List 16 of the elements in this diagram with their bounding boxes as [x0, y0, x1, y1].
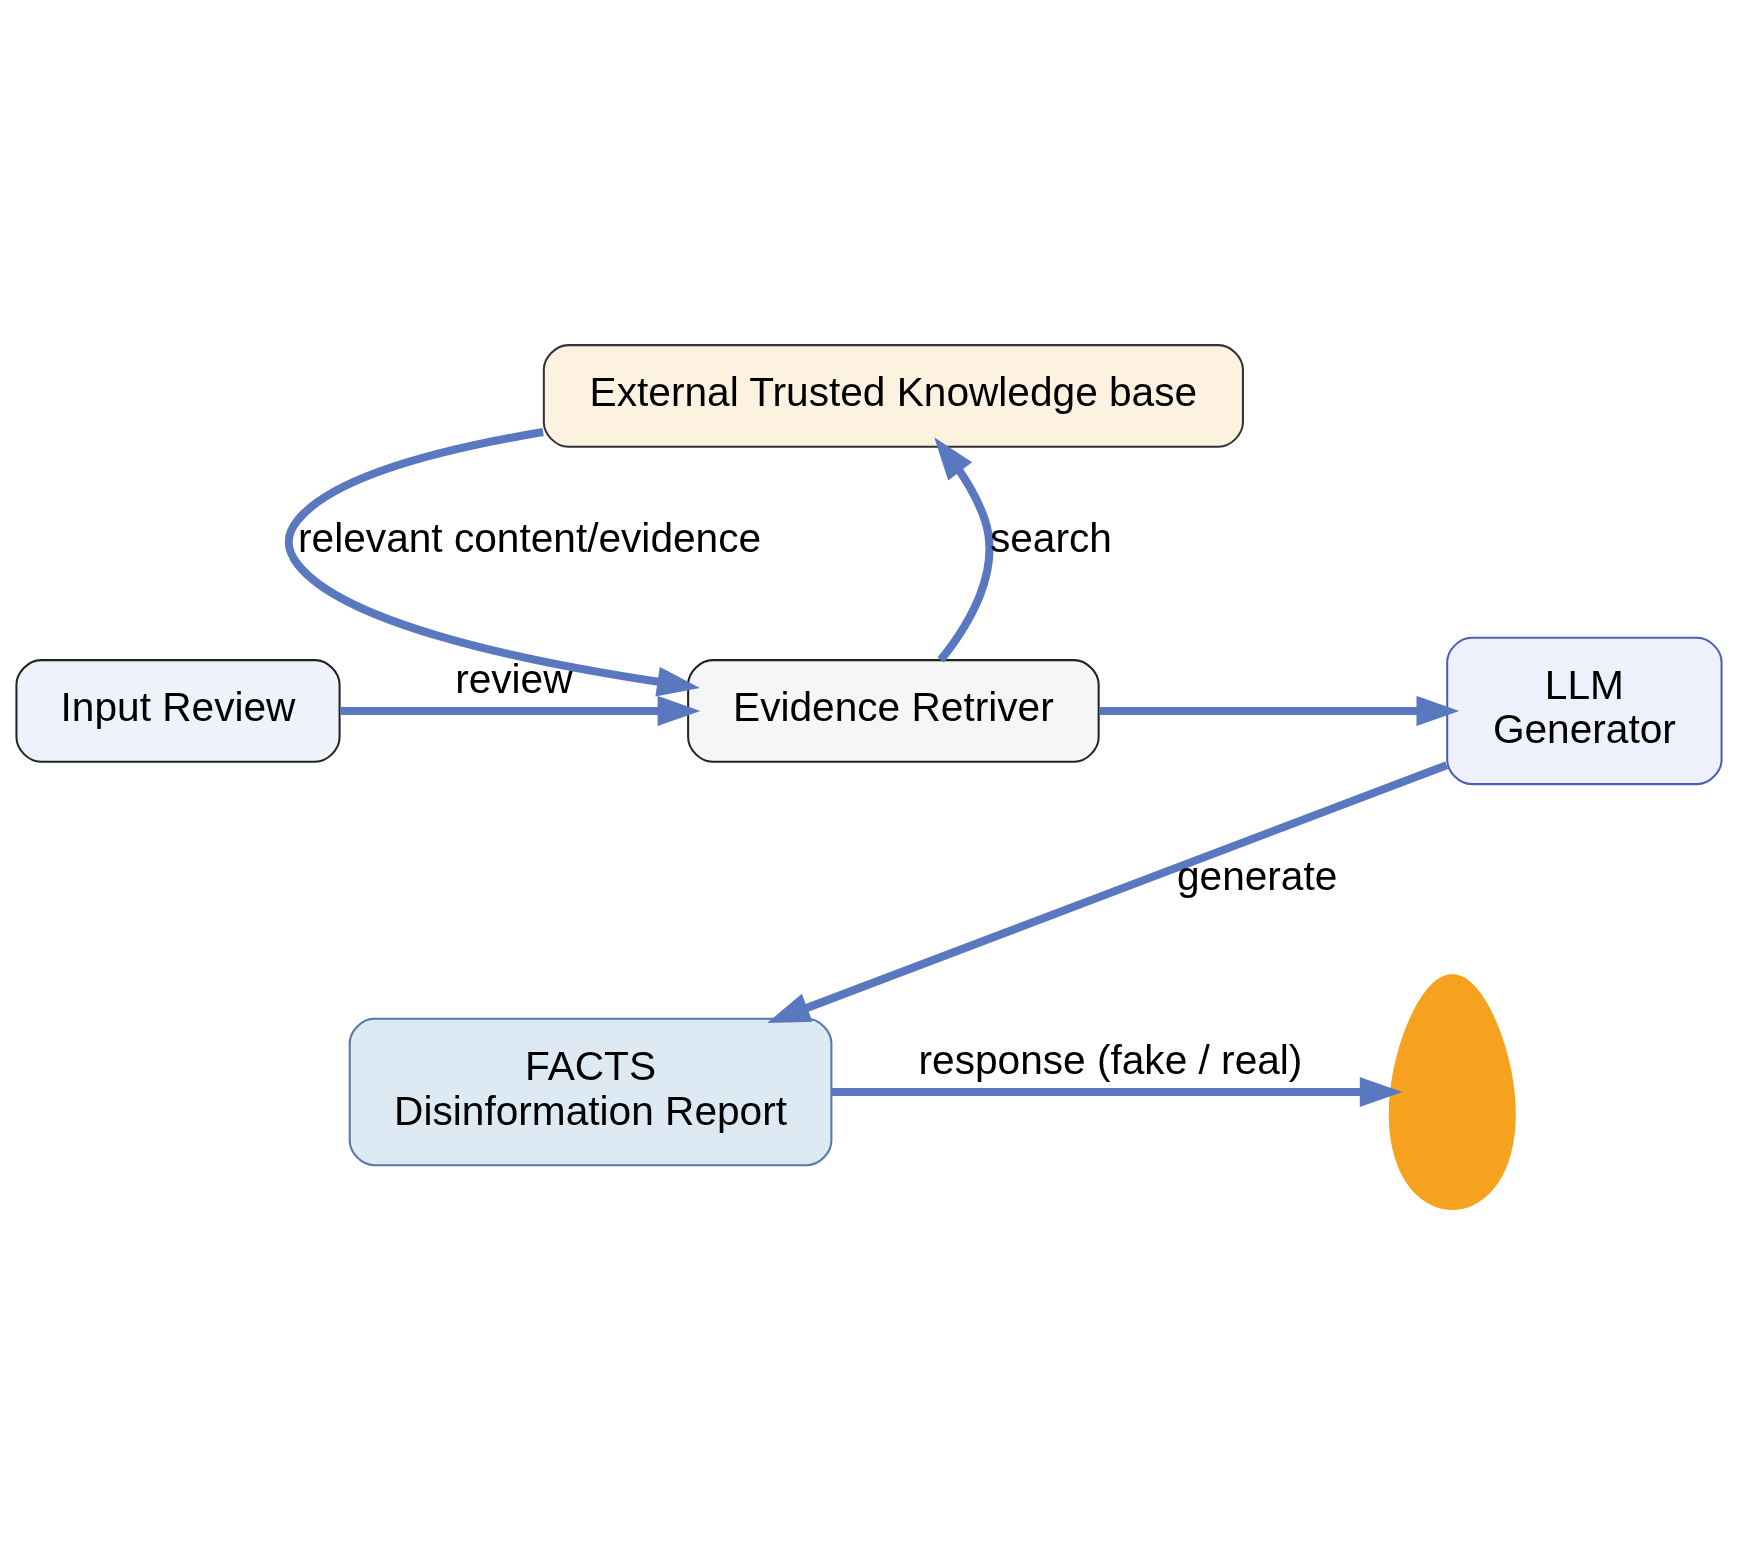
node-person	[1388, 974, 1516, 1210]
edge-label: review	[455, 655, 573, 702]
node-box: LLM Generator	[1446, 636, 1723, 786]
arrow	[284, 428, 700, 697]
node-box: Input Review	[15, 659, 341, 763]
arrow	[767, 761, 1449, 1023]
edge-label: response (fake / real)	[918, 1036, 1303, 1083]
node-box: External Trusted Knowledge base	[542, 344, 1244, 448]
edge-label: relevant content/evidence	[298, 515, 762, 562]
arrow	[934, 437, 994, 663]
arrow	[340, 695, 701, 726]
node-box: Evidence Retriver	[687, 659, 1100, 763]
arrow	[1099, 695, 1460, 726]
node-box: FACTS Disinformation Report	[348, 1017, 833, 1167]
arrow	[831, 1077, 1403, 1107]
edge-label: generate	[1176, 852, 1338, 899]
